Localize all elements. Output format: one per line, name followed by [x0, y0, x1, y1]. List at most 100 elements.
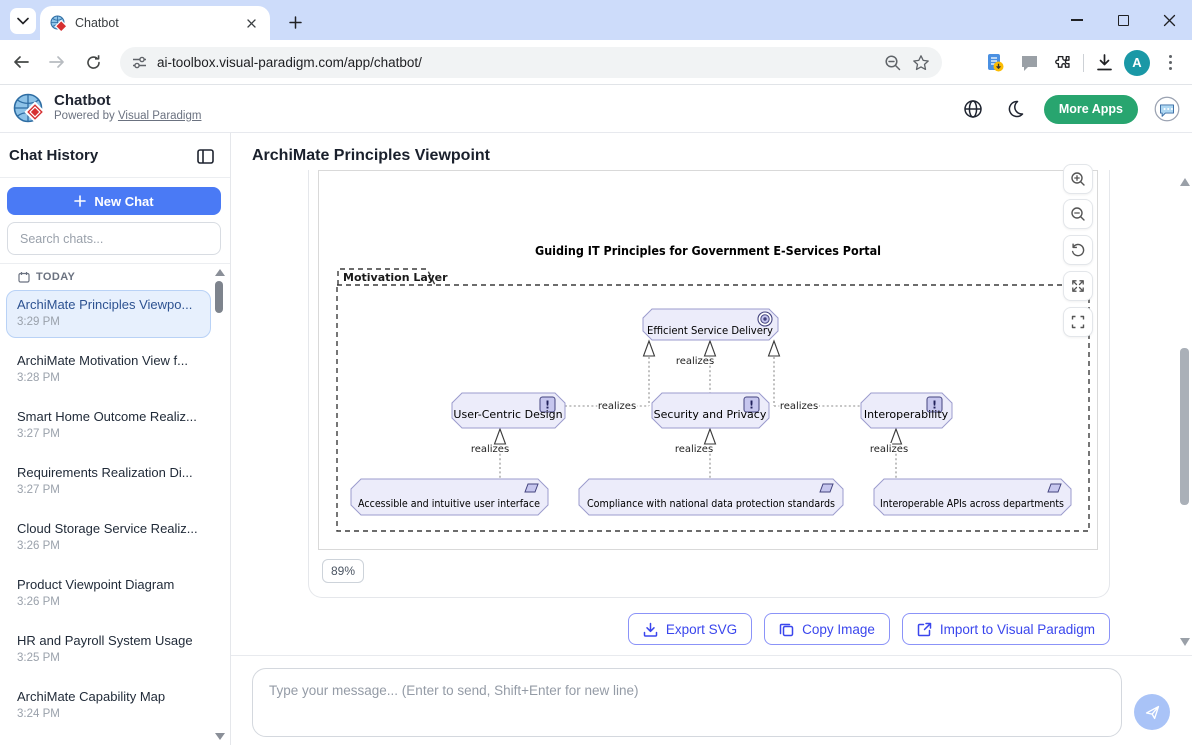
- fit-to-screen-button[interactable]: [1063, 271, 1093, 301]
- browser-urlbar: ai-toolbox.visual-paradigm.com/app/chatb…: [0, 40, 1192, 85]
- svg-text:!: !: [749, 399, 754, 412]
- visual-paradigm-link[interactable]: Visual Paradigm: [117, 110, 202, 122]
- fullscreen-corners-icon: [1071, 315, 1085, 329]
- chat-list-item[interactable]: HR and Payroll System Usage 3:25 PM: [17, 633, 193, 664]
- docs-extension-icon[interactable]: [981, 49, 1009, 77]
- principle-node[interactable]: [651, 392, 770, 429]
- chat-support-button[interactable]: [1154, 96, 1180, 122]
- requirement-label: Interoperable APIs across departments: [880, 497, 1064, 510]
- svg-text:!: !: [932, 399, 937, 412]
- page-scroll-up-icon[interactable]: [1180, 178, 1190, 186]
- back-button[interactable]: [6, 47, 36, 77]
- page-scrollbar-thumb[interactable]: [1180, 348, 1189, 505]
- browser-titlebar: Chatbot: [0, 0, 1192, 40]
- search-chats-input[interactable]: [7, 222, 221, 255]
- requirement-icon: [819, 483, 834, 493]
- divider: [0, 177, 230, 178]
- more-apps-button[interactable]: More Apps: [1043, 94, 1138, 124]
- requirement-node[interactable]: [578, 478, 844, 516]
- calendar-icon: [18, 272, 30, 283]
- copy-image-button[interactable]: Copy Image: [764, 613, 890, 645]
- principle-icon: !: [743, 396, 760, 413]
- tab-search-button[interactable]: [10, 8, 36, 34]
- relation-label: realizes: [675, 444, 713, 455]
- zoom-out-icon: [1071, 207, 1085, 221]
- chat-list-item[interactable]: ArchiMate Capability Map 3:24 PM: [17, 689, 166, 720]
- browser-menu-button[interactable]: [1156, 49, 1184, 77]
- chat-list-item[interactable]: ArchiMate Principles Viewpo... 3:29 PM: [6, 290, 211, 338]
- collapse-sidebar-button[interactable]: [194, 145, 216, 167]
- diagram-actions: Export SVG Copy Image Import to Visual P…: [230, 613, 1110, 645]
- tab-close-button[interactable]: [242, 14, 260, 32]
- forward-button[interactable]: [42, 47, 72, 77]
- moon-icon: [1008, 100, 1024, 118]
- chat-list-item[interactable]: Smart Home Outcome Realiz... 3:27 PM: [17, 409, 197, 440]
- sidebar-scroll-down-icon[interactable]: [215, 733, 225, 740]
- principle-label: Interoperability: [864, 408, 949, 421]
- zoom-in-button[interactable]: [1063, 164, 1093, 194]
- profile-avatar[interactable]: A: [1124, 49, 1150, 76]
- visual-paradigm-favicon: [50, 15, 67, 32]
- zoom-in-icon: [1071, 172, 1085, 186]
- requirement-node[interactable]: [873, 478, 1072, 516]
- window-minimize-button[interactable]: [1054, 0, 1100, 40]
- relation-label: realizes: [780, 401, 818, 412]
- new-chat-button[interactable]: New Chat: [7, 187, 221, 215]
- comment-extension-icon[interactable]: [1015, 49, 1043, 77]
- page-scroll-down-icon[interactable]: [1180, 638, 1190, 646]
- dark-mode-button[interactable]: [1002, 96, 1028, 122]
- chat-list: ArchiMate Principles Viewpo... 3:29 PM A…: [6, 290, 211, 742]
- page-title: ArchiMate Principles Viewpoint: [252, 147, 490, 164]
- send-button[interactable]: [1134, 694, 1170, 730]
- realization-arrowhead: [703, 427, 717, 445]
- relation-label: realizes: [471, 444, 509, 455]
- realization-arrowhead: [889, 427, 903, 445]
- address-bar[interactable]: ai-toolbox.visual-paradigm.com/app/chatb…: [120, 47, 942, 78]
- sidebar-scroll-up-icon[interactable]: [215, 269, 225, 276]
- browser-tab[interactable]: Chatbot: [40, 6, 270, 40]
- zoom-level-badge: 89%: [322, 559, 365, 583]
- zoom-icon[interactable]: [884, 54, 902, 72]
- chat-list-item[interactable]: Product Viewpoint Diagram 3:26 PM: [17, 577, 175, 608]
- diagram-canvas[interactable]: Guiding IT Principles for Government E-S…: [318, 170, 1098, 550]
- reload-icon: [86, 54, 100, 69]
- chat-list-item[interactable]: Cloud Storage Service Realiz... 3:26 PM: [17, 521, 198, 552]
- requirement-label: Accessible and intuitive user interface: [358, 497, 540, 510]
- archimate-diagram: Guiding IT Principles for Government E-S…: [336, 243, 1090, 532]
- language-globe-button[interactable]: [960, 96, 986, 122]
- zoom-out-button[interactable]: [1063, 199, 1093, 229]
- window-maximize-button[interactable]: [1100, 0, 1146, 40]
- reset-view-button[interactable]: [1063, 235, 1093, 265]
- url-text: ai-toolbox.visual-paradigm.com/app/chatb…: [157, 55, 422, 70]
- sidebar-scrollbar-thumb[interactable]: [215, 281, 223, 313]
- downloads-button[interactable]: [1090, 49, 1118, 77]
- motivation-layer-label: Motivation Layer: [343, 271, 448, 284]
- export-svg-button[interactable]: Export SVG: [627, 613, 753, 645]
- goal-label: Efficient Service Delivery: [647, 324, 773, 337]
- message-input[interactable]: [252, 668, 1122, 737]
- visual-paradigm-logo: [13, 93, 46, 123]
- import-to-visual-paradigm-button[interactable]: Import to Visual Paradigm: [901, 613, 1110, 645]
- realization-arrowhead: [642, 339, 656, 357]
- requirement-label: Compliance with national data protection…: [587, 497, 835, 510]
- back-arrow-icon: [14, 56, 29, 68]
- goal-node[interactable]: [642, 308, 779, 341]
- chat-list-item[interactable]: ArchiMate Motivation View f... 3:28 PM: [17, 353, 188, 384]
- svg-text:!: !: [545, 399, 550, 412]
- relation-label: realizes: [598, 401, 636, 412]
- fullscreen-button[interactable]: [1063, 307, 1093, 337]
- reload-button[interactable]: [78, 47, 108, 77]
- principle-icon: !: [926, 396, 943, 413]
- extensions-puzzle-icon[interactable]: [1049, 49, 1077, 77]
- window-close-button[interactable]: [1146, 0, 1192, 40]
- principle-node[interactable]: [451, 392, 566, 429]
- requirement-icon: [524, 483, 539, 493]
- close-icon: [246, 18, 256, 28]
- new-tab-button[interactable]: [282, 9, 308, 35]
- bookmark-star-icon[interactable]: [912, 54, 930, 72]
- sidebar-toggle-icon: [196, 148, 214, 164]
- requirement-node[interactable]: [350, 478, 549, 516]
- kebab-icon: [1168, 55, 1172, 70]
- chat-list-item[interactable]: Requirements Realization Di... 3:27 PM: [17, 465, 193, 496]
- powered-by: Powered by Visual Paradigm: [54, 110, 202, 122]
